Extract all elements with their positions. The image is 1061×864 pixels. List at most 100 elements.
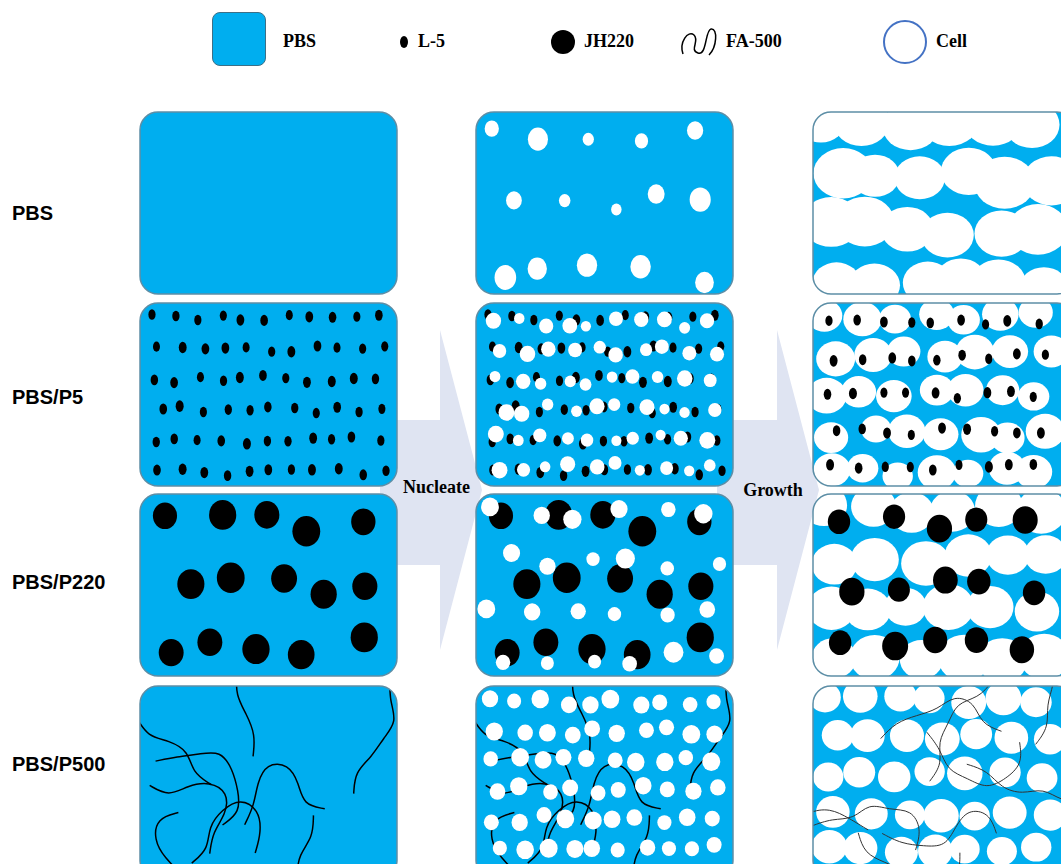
l5-particle (260, 315, 268, 326)
panel-border (813, 686, 1061, 864)
panel-content (477, 498, 726, 672)
jh220-particle (828, 509, 850, 534)
cell (679, 322, 690, 334)
foam-panel (801, 484, 1061, 682)
l5-particle (824, 389, 832, 400)
l5-particle (985, 353, 992, 363)
l5-particle (153, 342, 160, 352)
cell (682, 346, 696, 361)
cell (924, 799, 959, 832)
l5-particle (284, 436, 291, 447)
l5-particle (170, 434, 177, 445)
foam-panel (807, 297, 1061, 490)
l5-particle (264, 402, 271, 413)
jh220-particle (923, 627, 947, 654)
foam-panel (439, 657, 733, 864)
l5-particle (955, 460, 962, 470)
cell (813, 763, 843, 792)
cell (639, 723, 654, 739)
cell (709, 648, 724, 664)
jh220-particle (311, 580, 337, 609)
cell (493, 841, 507, 856)
cell (956, 335, 994, 370)
cell (854, 338, 892, 372)
l5-particle (506, 434, 513, 445)
cell (490, 371, 501, 382)
cell (679, 750, 694, 765)
cell (562, 318, 577, 334)
l5-particle (286, 310, 293, 320)
l5-particle (381, 341, 388, 351)
l5-particle (985, 461, 993, 473)
fa500-fiber (298, 815, 352, 864)
cell (534, 507, 550, 524)
cell (578, 750, 594, 767)
cell (822, 720, 854, 750)
l5-particle (902, 387, 909, 397)
cell (601, 690, 619, 709)
jh220-particle (839, 578, 864, 606)
cell (540, 461, 551, 472)
cell (677, 370, 692, 386)
jh220-particle (159, 639, 184, 666)
cell (635, 133, 648, 148)
cell (995, 722, 1029, 754)
cell (890, 720, 924, 752)
l5-particle (639, 377, 647, 388)
l5-particle (596, 315, 604, 326)
l5-particle (202, 343, 210, 354)
cell (571, 406, 582, 417)
l5-particle (282, 373, 289, 383)
cell (682, 725, 700, 744)
cell (687, 121, 703, 140)
cell (486, 311, 724, 478)
jh220-particle (965, 627, 988, 653)
foam-panel (140, 494, 397, 676)
cell (590, 459, 605, 474)
cell (608, 607, 621, 621)
l5-particle (908, 430, 915, 440)
cell (679, 809, 696, 826)
cell (652, 695, 667, 711)
cell (583, 133, 594, 146)
cell (539, 319, 553, 334)
l5-particle (159, 403, 167, 414)
cell (634, 312, 648, 327)
cell (850, 155, 900, 197)
cell (986, 375, 1019, 405)
cell (694, 504, 712, 523)
cell (482, 690, 498, 707)
cell (813, 112, 1061, 294)
jh220-particle (153, 500, 378, 669)
cell (923, 418, 959, 450)
l5-particle (824, 315, 1049, 476)
cell (878, 762, 910, 793)
foam-panel (476, 112, 733, 294)
cell (648, 184, 665, 203)
l5-particle (1005, 459, 1013, 470)
cell (813, 303, 1061, 486)
l5-particle (328, 376, 336, 387)
cell (657, 815, 671, 830)
l5-particle (359, 469, 367, 480)
cell (1021, 833, 1051, 862)
cell (586, 552, 599, 566)
l5-particle (246, 405, 253, 415)
cell (707, 837, 722, 853)
cell (506, 191, 522, 209)
cell (562, 779, 578, 796)
l5-particle (268, 346, 275, 356)
cell (1008, 204, 1061, 255)
l5-particle (858, 424, 865, 435)
l5-particle (353, 312, 360, 322)
jh220-particle (271, 564, 297, 592)
cell (843, 832, 877, 864)
cell (951, 686, 986, 719)
l5-particle (958, 350, 966, 361)
fa500-fiber (156, 813, 228, 864)
cell (627, 432, 639, 445)
cell (971, 259, 1026, 294)
l5-particle (880, 387, 887, 397)
l5-particle (825, 315, 832, 326)
